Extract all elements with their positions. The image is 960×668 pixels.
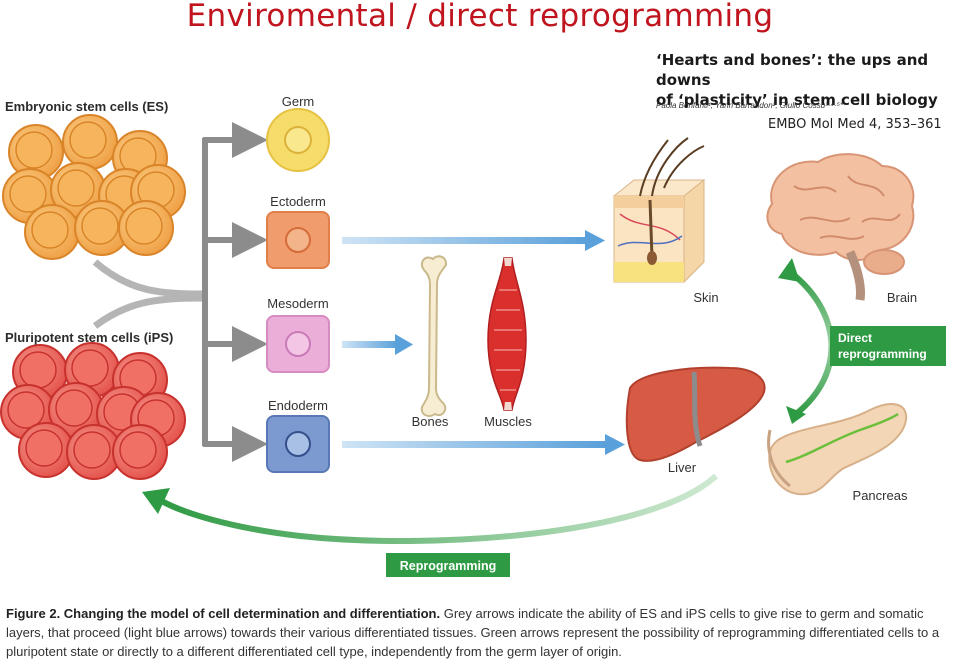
mesoderm-label: Mesoderm [267, 296, 328, 311]
green-arrow-reprogramming [142, 473, 719, 544]
es-cells-label: Embryonic stem cells (ES) [5, 99, 168, 114]
blue-arrow-mesoderm-bones [342, 334, 413, 355]
ips-cell-cluster [0, 342, 186, 480]
ips-cell [48, 382, 104, 438]
es-cell [24, 204, 80, 260]
brain-label: Brain [887, 290, 917, 305]
brain-icon [766, 153, 915, 301]
slide-title: Enviromental / direct reprogramming [186, 0, 774, 34]
pancreas-icon [767, 403, 908, 496]
green-arrow-direct-reprogramming [778, 258, 835, 424]
figure-caption: Figure 2. Changing the model of cell det… [6, 604, 956, 661]
ectoderm-label: Ectoderm [270, 194, 326, 209]
blue-arrow-endoderm-liver [342, 434, 625, 455]
reference-title: ‘Hearts and bones’: the ups and downs of… [656, 50, 956, 110]
grey-curve-es [92, 259, 206, 298]
blue-arrow-ectoderm-skin [342, 230, 605, 251]
muscles-label: Muscles [484, 414, 532, 429]
ips-cell [112, 424, 168, 480]
liver-label: Liver [668, 460, 697, 475]
reprogramming-box: Reprogramming [386, 553, 510, 577]
caption-body: Grey arrows indicate the ability of ES a… [6, 606, 940, 659]
direct-reprogramming-label-line-2: reprogramming [838, 347, 927, 361]
es-cell-cluster [2, 114, 186, 260]
pancreas-label: Pancreas [853, 488, 908, 503]
es-cell [74, 200, 130, 256]
reference-title-line-2: of ‘plasticity’ in stem cell biology [656, 91, 938, 109]
reference-journal: EMBO Mol Med 4, 353–361 [768, 117, 942, 132]
skin-icon [612, 137, 706, 284]
diagram: Embryonic stem cells (ES) Pluripotent st… [0, 94, 946, 577]
skin-label: Skin [693, 290, 718, 305]
endoderm-label: Endoderm [268, 398, 328, 413]
liver-icon [625, 366, 766, 462]
es-cell [118, 200, 174, 256]
ips-cells-label: Pluripotent stem cells (iPS) [5, 330, 173, 345]
direct-reprogramming-label-line-1: Direct [838, 331, 872, 345]
ectoderm-cell [266, 211, 330, 269]
reference-authors: Paola Bonfanti¹, Yann Barrandon², Giulio… [656, 101, 844, 110]
bones-label: Bones [412, 414, 449, 429]
muscle-icon [487, 257, 527, 411]
grey-curve-ips [92, 294, 206, 329]
germ-cell [266, 108, 330, 172]
direct-reprogramming-box: Direct reprogramming [830, 326, 946, 366]
caption-heading: Figure 2. Changing the model of cell det… [6, 606, 441, 621]
es-cell [62, 114, 118, 170]
bone-icon [420, 255, 448, 417]
ips-cell [18, 422, 74, 478]
mesoderm-cell [266, 315, 330, 373]
reference-title-line-1: ‘Hearts and bones’: the ups and downs [656, 51, 929, 89]
grey-branching-arrows [202, 122, 268, 462]
reprogramming-label: Reprogramming [400, 559, 497, 573]
germ-label: Germ [282, 94, 315, 109]
ips-cell [12, 344, 68, 400]
endoderm-cell [266, 415, 330, 473]
